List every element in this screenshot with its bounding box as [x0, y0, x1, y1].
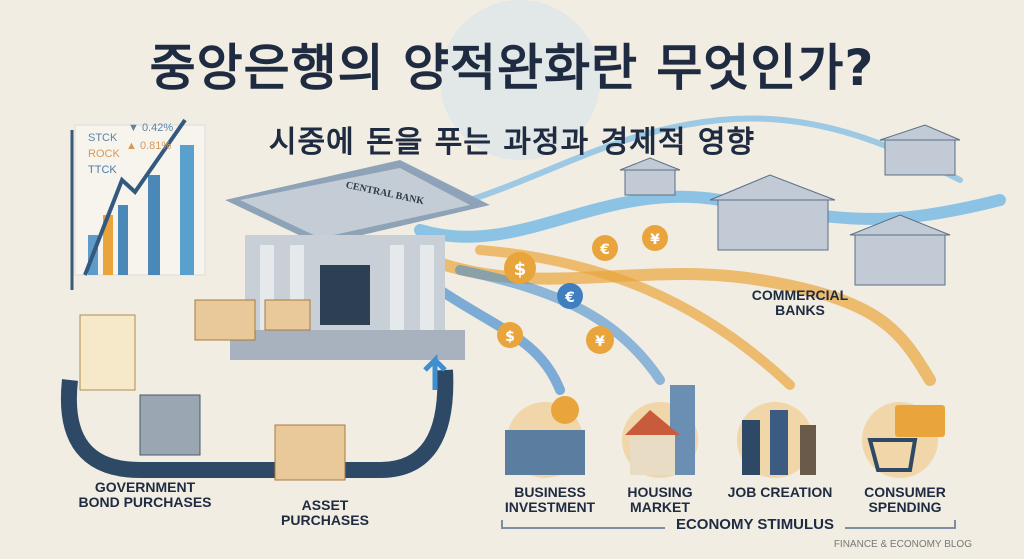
ticker-change: ▲ 0.81%: [126, 140, 172, 152]
label-business-investment: BUSINESS INVESTMENT: [504, 484, 596, 515]
label-asset-purchases: ASSET PURCHASES: [281, 497, 369, 528]
conveyor-belt: [60, 299, 454, 481]
bond-document-icon: [79, 314, 136, 391]
ticker-name: ROCK: [88, 148, 120, 160]
ticker-name: STCK: [88, 132, 118, 144]
page-title: 중앙은행의 양적완화란 무엇인가?: [149, 39, 875, 97]
label-economy-stimulus: ECONOMY STIMULUS: [675, 516, 835, 533]
coin-icons: $ € ¥ € $ ¥: [497, 225, 668, 354]
central-bank-building: [225, 160, 490, 360]
stimulus-bracket: [501, 520, 956, 529]
ticker-change: ▼ 0.42%: [128, 122, 174, 134]
stock-chart-icon: [70, 118, 206, 290]
label-commercial-banks: COMMERCIAL BANKS: [751, 287, 849, 318]
svg-text:€: €: [564, 290, 575, 306]
label-consumer-spending: CONSUMER SPENDING: [864, 484, 946, 515]
globe-icon: [440, 0, 600, 160]
svg-text:$: $: [514, 259, 527, 280]
label-government-bonds: GOVERNMENT BOND PURCHASES: [78, 479, 212, 510]
blog-watermark: FINANCE & ECONOMY BLOG: [833, 539, 972, 550]
cash-stack-icon: [194, 299, 256, 341]
label-housing-market: HOUSING MARKET: [627, 484, 693, 515]
svg-text:¥: ¥: [595, 334, 605, 350]
commercial-bank-buildings: [619, 124, 961, 286]
page-subtitle: 시중에 돈을 푸는 과정과 경제적 영향: [268, 125, 756, 160]
scanner-machine: [139, 394, 201, 456]
label-job-creation: JOB CREATION: [727, 484, 833, 500]
svg-text:€: €: [599, 242, 610, 258]
sector-icons: [505, 385, 945, 478]
svg-text:¥: ¥: [650, 232, 660, 248]
ticker-name: TTCK: [88, 164, 117, 176]
svg-text:$: $: [505, 329, 515, 345]
